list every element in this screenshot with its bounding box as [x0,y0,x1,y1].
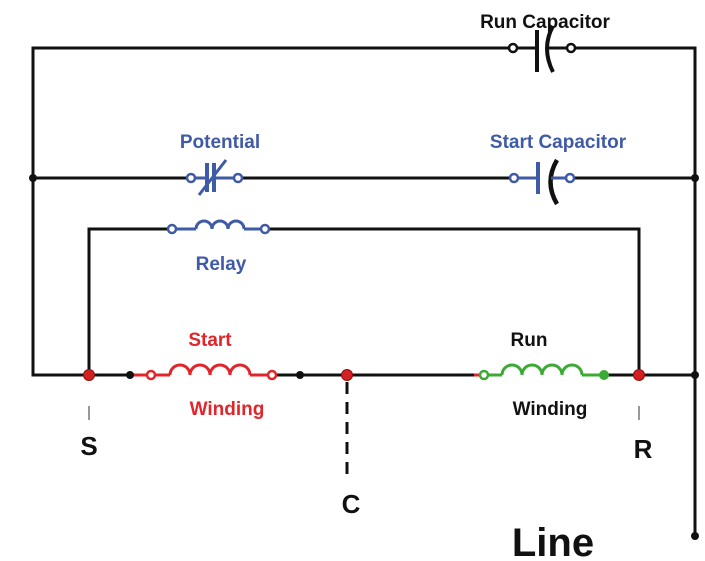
relay-coil-symbol [166,219,271,235]
start-winding-symbol [134,363,278,381]
wiring [31,46,697,536]
terminal-r-dot [633,369,645,381]
terminal-c-label: C [342,489,361,519]
line-label: Line [512,521,594,561]
start-capacitor-symbol [508,158,576,206]
run-winding-symbol [474,363,609,381]
start-capacitor-label: Start Capacitor [490,132,627,153]
potential-relay-contacts-symbol [185,159,244,196]
run-capacitor-label: Run Capacitor [480,12,610,33]
terminal-r-label: R [634,434,653,464]
junction-start-left [126,371,134,379]
line-terminal-dot [691,532,699,540]
junction-right-middle [691,174,699,182]
junction-left-middle [29,174,37,182]
run-winding-label-top: Run [511,330,548,351]
relay-loop-wire [87,227,641,375]
outer-loop-wire [31,46,513,377]
terminal-s-label: S [80,431,97,461]
relay-label: Relay [196,254,247,275]
terminal-s-dot [83,369,95,381]
potential-label: Potential [180,132,260,153]
terminal-c-dot [341,369,353,381]
junction-right-bottom [691,371,699,379]
start-winding-label-bottom: Winding [190,399,265,420]
run-winding-label-bottom: Winding [513,399,588,420]
run-capacitor-symbol [507,25,577,73]
junction-start-right [296,371,304,379]
start-winding-label-top: Start [188,330,232,351]
